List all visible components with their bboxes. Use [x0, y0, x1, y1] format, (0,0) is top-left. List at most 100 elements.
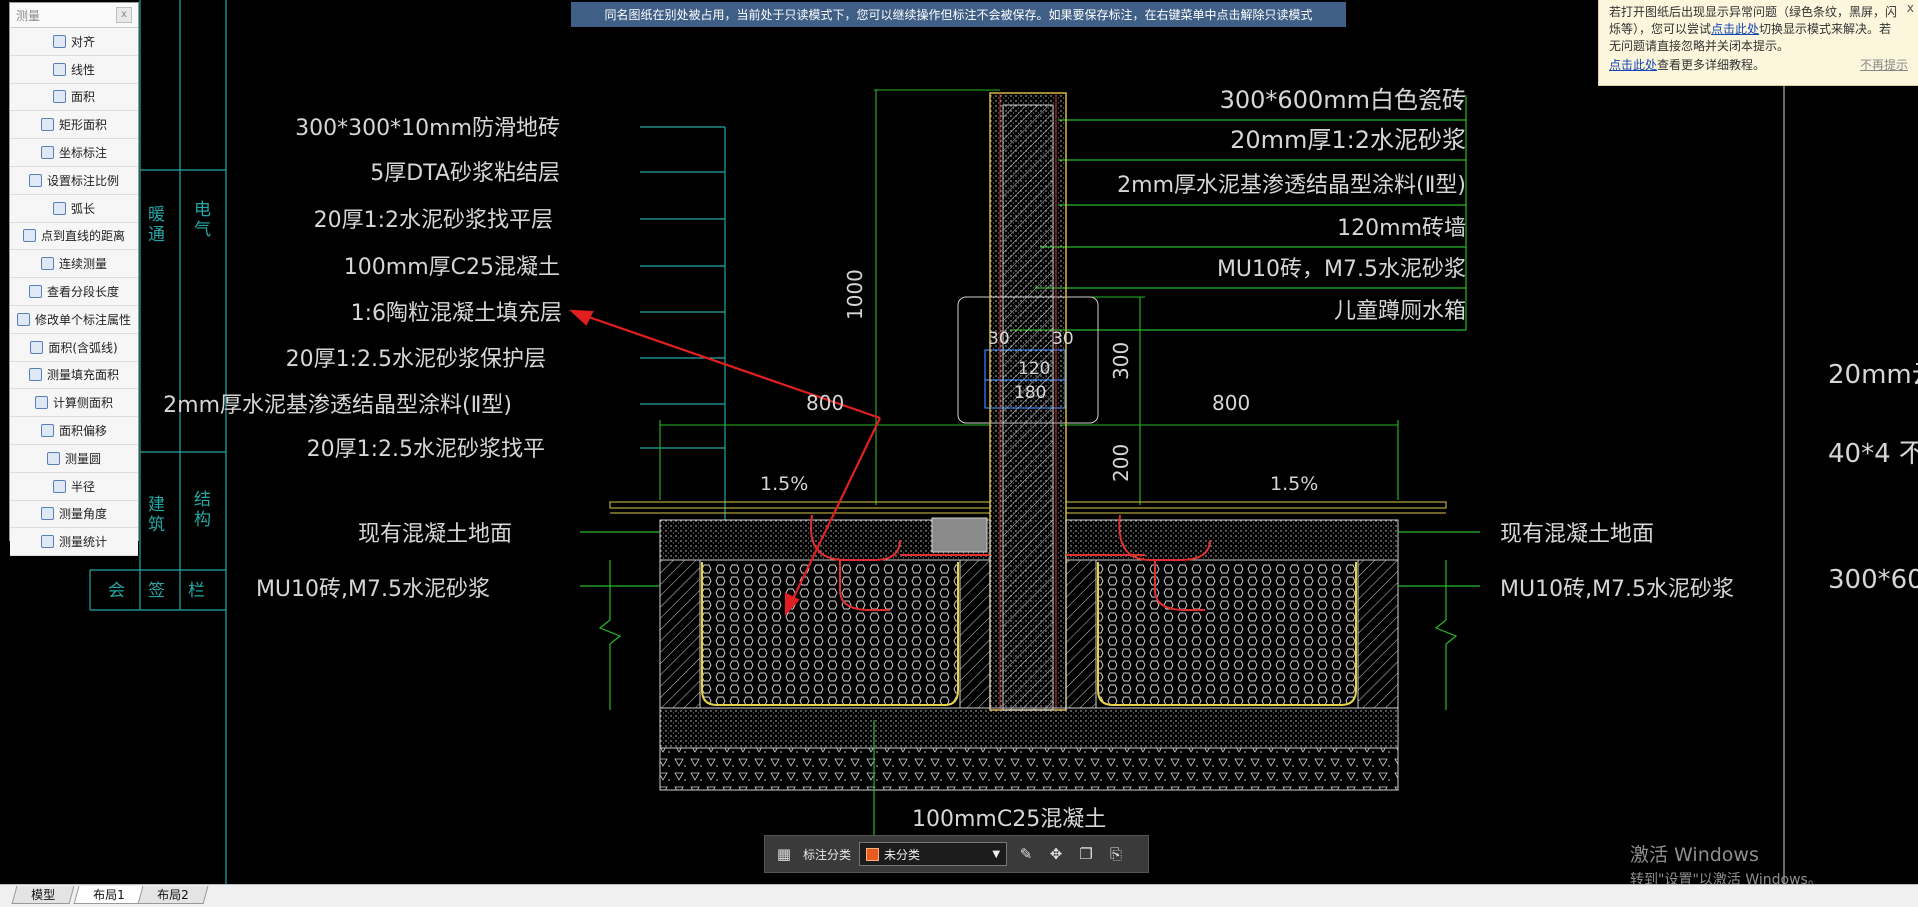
dont-show-again-link[interactable]: 不再提示: [1859, 58, 1908, 72]
rect-area-icon: [40, 118, 54, 132]
cad-drawing-canvas[interactable]: 暖 通 电 气 建 筑 结 构 会 签 栏: [0, 0, 1918, 884]
tab-model[interactable]: 模型: [11, 886, 75, 904]
measure-tool-item[interactable]: 线性: [10, 55, 138, 84]
edit-annotation-icon: [16, 312, 30, 326]
red-arrows: [569, 309, 881, 616]
dim-800-left: 800: [806, 391, 844, 415]
segment-icon: [28, 285, 42, 299]
frame-char: 会: [108, 581, 125, 601]
measure-tool-label: 测量角度: [58, 507, 107, 522]
measure-tool-label: 面积偏移: [58, 424, 107, 439]
switch-display-link[interactable]: 点击此处: [1711, 22, 1760, 36]
measure-tool-label: 测量填充面积: [46, 368, 119, 383]
tank-fixture: [931, 517, 988, 553]
measure-tool-item[interactable]: 测量填充面积: [10, 361, 138, 390]
continuous-icon: [40, 257, 54, 271]
tab-layout1[interactable]: 布局1: [73, 886, 145, 904]
layout-tabs-bar: 模型 布局1 布局2: [0, 884, 1918, 907]
frame-char: 建: [148, 495, 165, 515]
measure-tool-item[interactable]: 面积: [10, 83, 138, 112]
arc-area-icon: [30, 340, 44, 354]
category-color-swatch: [866, 847, 880, 861]
frame-char: 气: [194, 220, 211, 240]
panel-close-icon[interactable]: x: [116, 7, 132, 23]
break-lines: [580, 531, 1480, 835]
frame-char: 结: [194, 490, 211, 510]
move-icon[interactable]: ✥: [1049, 845, 1063, 863]
measure-tool-label: 半径: [70, 479, 95, 494]
measure-tool-label: 矩形面积: [58, 118, 107, 133]
coordinate-icon: [40, 146, 54, 160]
left-label: 1:6陶粒混凝土填充层: [351, 301, 562, 326]
measure-tool-item[interactable]: 弧长: [10, 194, 138, 223]
left-label: 20厚1:2水泥砂浆找平层: [314, 208, 553, 233]
measure-tool-item[interactable]: 坐标标注: [10, 139, 138, 167]
measure-tool-item[interactable]: 测量角度: [10, 500, 138, 529]
measure-tool-label: 点到直线的距离: [40, 229, 125, 244]
measure-tool-label: 弧长: [70, 201, 95, 216]
notice-line: 若打开图纸后出现显示异常问题（绿色条纹，黑屏，闪: [1609, 5, 1898, 19]
tutorial-link[interactable]: 点击此处: [1609, 58, 1658, 72]
readonly-banner: 同名图纸在别处被占用，当前处于只读模式下，您可以继续操作但标注不会被保存。如果要…: [571, 2, 1346, 27]
copy-icon[interactable]: ❐: [1079, 845, 1093, 863]
measure-tool-item[interactable]: 面积偏移: [10, 417, 138, 445]
measure-panel-header[interactable]: 测量 x: [10, 3, 138, 28]
annotation-category-select[interactable]: 未分类 ▼: [859, 842, 1008, 866]
measure-tool-item[interactable]: 计算侧面积: [10, 389, 138, 418]
ground-left-label: 现有混凝土地面: [358, 522, 512, 547]
frame-char: 暖: [148, 205, 165, 225]
measure-tool-item[interactable]: 半径: [10, 472, 138, 501]
stats-icon: [40, 535, 54, 549]
tab-layout2[interactable]: 布局2: [137, 886, 209, 904]
measure-tool-label: 设置标注比例: [46, 173, 119, 188]
area-offset-icon: [40, 424, 54, 438]
measure-tool-label: 面积(含弧线): [48, 340, 118, 355]
measure-tool-label: 坐标标注: [58, 146, 107, 161]
bottom-label: 100mmC25混凝土: [912, 807, 1106, 832]
left-label: 20厚1:2.5水泥砂浆找平: [307, 437, 545, 462]
right-label: MU10砖，M7.5水泥砂浆: [1217, 257, 1466, 282]
slope-right: 1.5%: [1270, 473, 1318, 495]
measure-tool-label: 面积: [70, 90, 95, 105]
measure-tool-item[interactable]: 连续测量: [10, 250, 138, 279]
measure-tool-item[interactable]: 面积(含弧线): [10, 333, 138, 362]
brick-left-label: MU10砖,M7.5水泥砂浆: [256, 577, 490, 602]
paste-icon[interactable]: ⎘: [1110, 845, 1123, 863]
slope-left: 1.5%: [760, 473, 808, 495]
measure-panel: 测量 x 对齐线性面积矩形面积坐标标注设置标注比例弧长点到直线的距离连续测量查看…: [9, 2, 139, 557]
left-label: 300*300*10mm防滑地砖: [295, 116, 560, 141]
right-label: 120mm砖墙: [1337, 216, 1466, 241]
measure-tool-item[interactable]: 测量圆: [10, 444, 138, 473]
chevron-down-icon: ▼: [992, 848, 1001, 860]
left-leaders: [640, 126, 726, 520]
annotation-toolbar: ▦ 标注分类 未分类 ▼ ✎ ✥ ❐ ⎘: [764, 835, 1149, 873]
measure-tool-item[interactable]: 点到直线的距离: [10, 222, 138, 251]
measure-tool-item[interactable]: 查看分段长度: [10, 278, 138, 306]
measure-tool-item[interactable]: 修改单个标注属性: [10, 305, 138, 334]
left-label: 100mm厚C25混凝土: [344, 255, 560, 280]
frame-char: 通: [148, 225, 165, 245]
left-label: 5厚DTA砂浆粘结层: [370, 161, 560, 186]
circle-icon: [46, 451, 60, 465]
scale-icon: [28, 173, 42, 187]
dim-300: 300: [1109, 342, 1133, 380]
grid-menu-icon[interactable]: ▦: [776, 845, 792, 863]
edit-icon[interactable]: ✎: [1019, 845, 1033, 863]
left-label: 2mm厚水泥基渗透结晶型涂料(Ⅱ型): [163, 393, 512, 418]
category-selected: 未分类: [884, 847, 921, 862]
display-notice: x 若打开图纸后出现显示异常问题（绿色条纹，黑屏，闪 烁等），您可以尝试点击此处…: [1598, 0, 1918, 86]
measure-tool-item[interactable]: 设置标注比例: [10, 166, 138, 195]
point-line-icon: [22, 229, 36, 243]
notice-line: 点击此处查看更多详细教程。: [1609, 58, 1766, 72]
measure-tool-item[interactable]: 矩形面积: [10, 111, 138, 140]
dim-120: 120: [1018, 359, 1050, 379]
center-wall: [989, 92, 1067, 711]
notice-close-icon[interactable]: x: [1906, 1, 1914, 15]
right-label: 20mm厚1:2水泥砂浆: [1230, 126, 1466, 154]
measure-tool-item[interactable]: 对齐: [10, 28, 138, 56]
right-label: 儿童蹲厕水箱: [1334, 299, 1466, 324]
measure-tool-label: 对齐: [70, 34, 95, 49]
measure-tool-label: 测量圆: [64, 451, 101, 466]
measure-tool-item[interactable]: 测量统计: [10, 528, 138, 557]
left-label: 20厚1:2.5水泥砂浆保护层: [286, 347, 546, 372]
